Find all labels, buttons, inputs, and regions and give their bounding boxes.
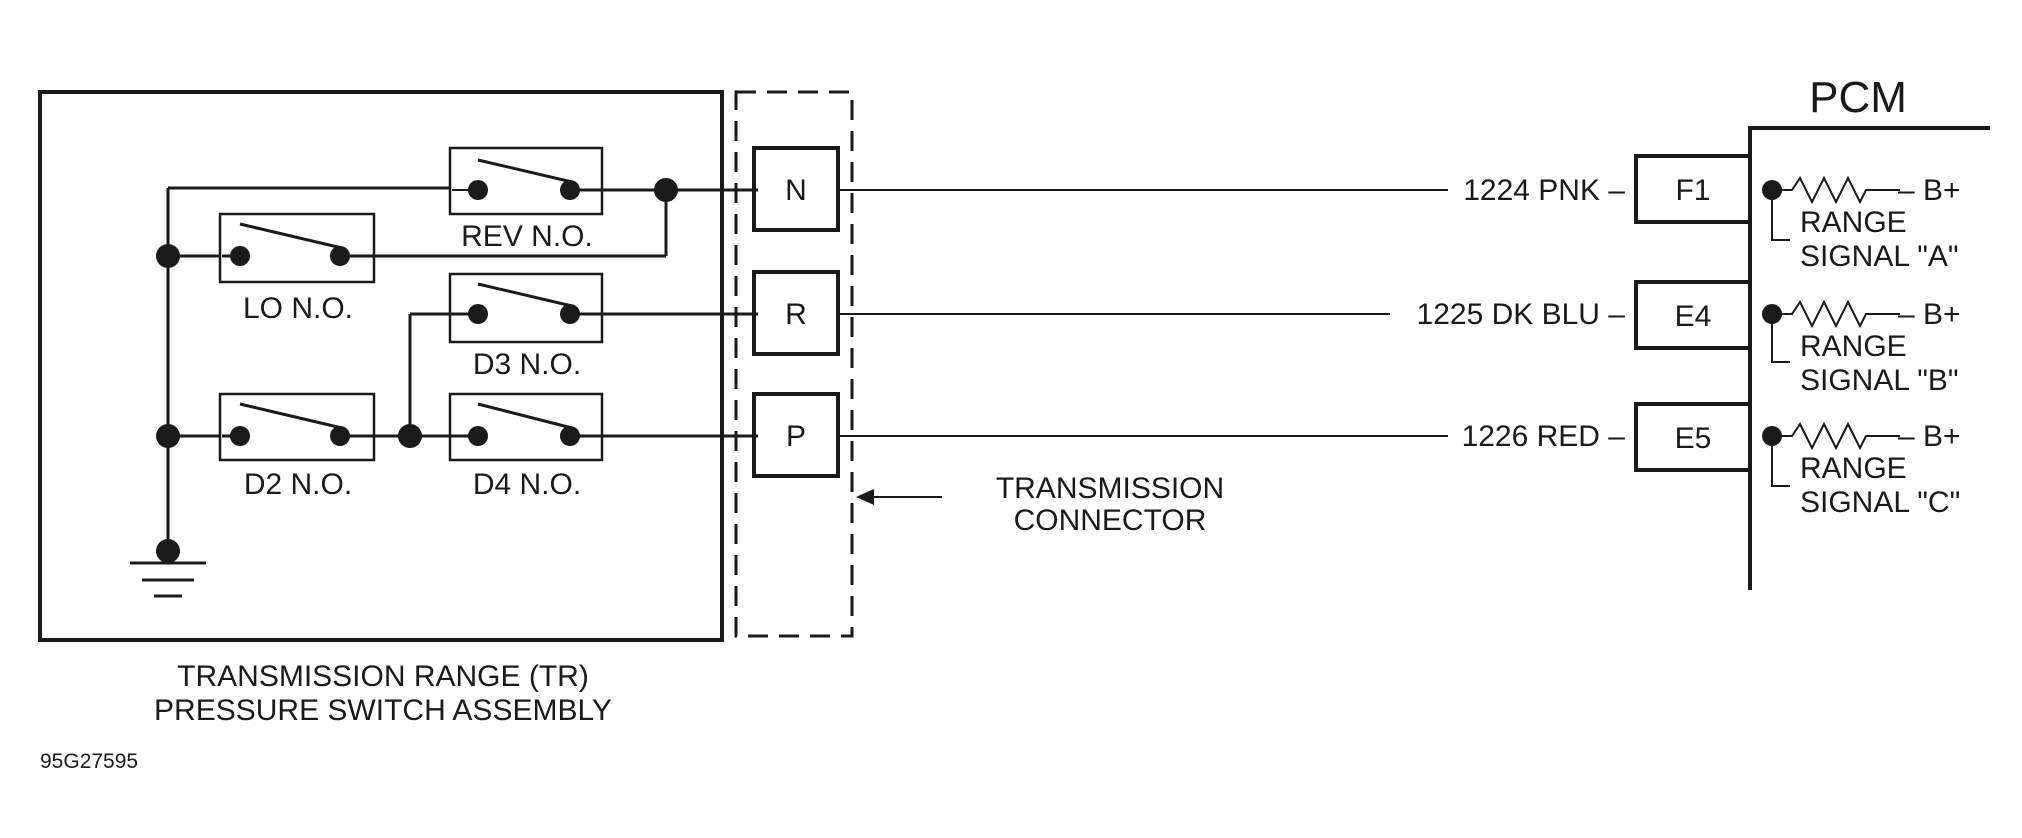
svg-text:R: R xyxy=(785,298,807,331)
d4-switch xyxy=(448,392,604,462)
d2-switch xyxy=(218,392,376,462)
pcm-title: PCM xyxy=(1809,73,1907,122)
range-signal-b-line2: SIGNAL "B" xyxy=(1800,364,1959,397)
pull-up-resistor-b xyxy=(1762,299,1900,363)
junction-dot xyxy=(398,424,422,448)
connector-label-line1: TRANSMISSION xyxy=(996,472,1224,505)
connector-pin-p: P xyxy=(752,392,840,478)
supply-label-a: – B+ xyxy=(1898,174,1961,207)
rev-switch xyxy=(448,146,604,216)
range-signal-c-line2: SIGNAL "C" xyxy=(1800,486,1960,519)
connector-pin-r: R xyxy=(752,270,840,356)
rev-switch-label: REV N.O. xyxy=(461,220,593,253)
range-signal-c-line1: RANGE xyxy=(1800,452,1907,485)
svg-text:P: P xyxy=(786,420,806,453)
d4-switch-label: D4 N.O. xyxy=(473,468,581,501)
supply-label-b: – B+ xyxy=(1898,298,1961,331)
connector-pin-n: N xyxy=(752,146,840,232)
svg-text:N: N xyxy=(785,174,807,207)
wire-label-1225-dk-blu: 1225 DK BLU – xyxy=(1417,298,1626,331)
figure-id: 95G27595 xyxy=(40,750,138,773)
svg-text:F1: F1 xyxy=(1675,174,1710,207)
d3-switch xyxy=(448,272,604,344)
junction-dot xyxy=(156,244,180,268)
junction-dot xyxy=(156,539,180,563)
assembly-caption-line1: TRANSMISSION RANGE (TR) xyxy=(177,660,589,693)
svg-text:E5: E5 xyxy=(1675,422,1712,455)
connector-arrow-head xyxy=(856,489,874,505)
pull-up-resistor-a xyxy=(1762,175,1900,241)
pcm-pin-e5: E5 xyxy=(1634,402,1752,472)
range-signal-a-line1: RANGE xyxy=(1800,206,1907,239)
wire-label-1226-red: 1226 RED – xyxy=(1462,420,1626,453)
connector-label-line2: CONNECTOR xyxy=(1014,504,1207,537)
assembly-caption-line2: PRESSURE SWITCH ASSEMBLY xyxy=(154,694,612,727)
supply-label-c: – B+ xyxy=(1898,420,1961,453)
pull-up-resistor-c xyxy=(1762,421,1900,487)
d2-switch-label: D2 N.O. xyxy=(244,468,352,501)
junction-dot xyxy=(654,178,678,202)
range-signal-b-line1: RANGE xyxy=(1800,330,1907,363)
ground-icon xyxy=(130,561,206,598)
svg-text:E4: E4 xyxy=(1675,300,1712,333)
pressure-switch-assembly-box xyxy=(38,90,724,642)
wire-label-1224-pnk: 1224 PNK – xyxy=(1463,174,1625,207)
pcm-pin-e4: E4 xyxy=(1634,280,1752,350)
junction-dot xyxy=(156,424,180,448)
d3-switch-label: D3 N.O. xyxy=(473,348,581,381)
lo-switch xyxy=(218,212,376,284)
transmission-connector-outline xyxy=(734,90,854,638)
pcm-pin-f1: F1 xyxy=(1634,154,1752,224)
lo-switch-label: LO N.O. xyxy=(243,292,353,325)
range-signal-a-line2: SIGNAL "A" xyxy=(1800,240,1959,273)
